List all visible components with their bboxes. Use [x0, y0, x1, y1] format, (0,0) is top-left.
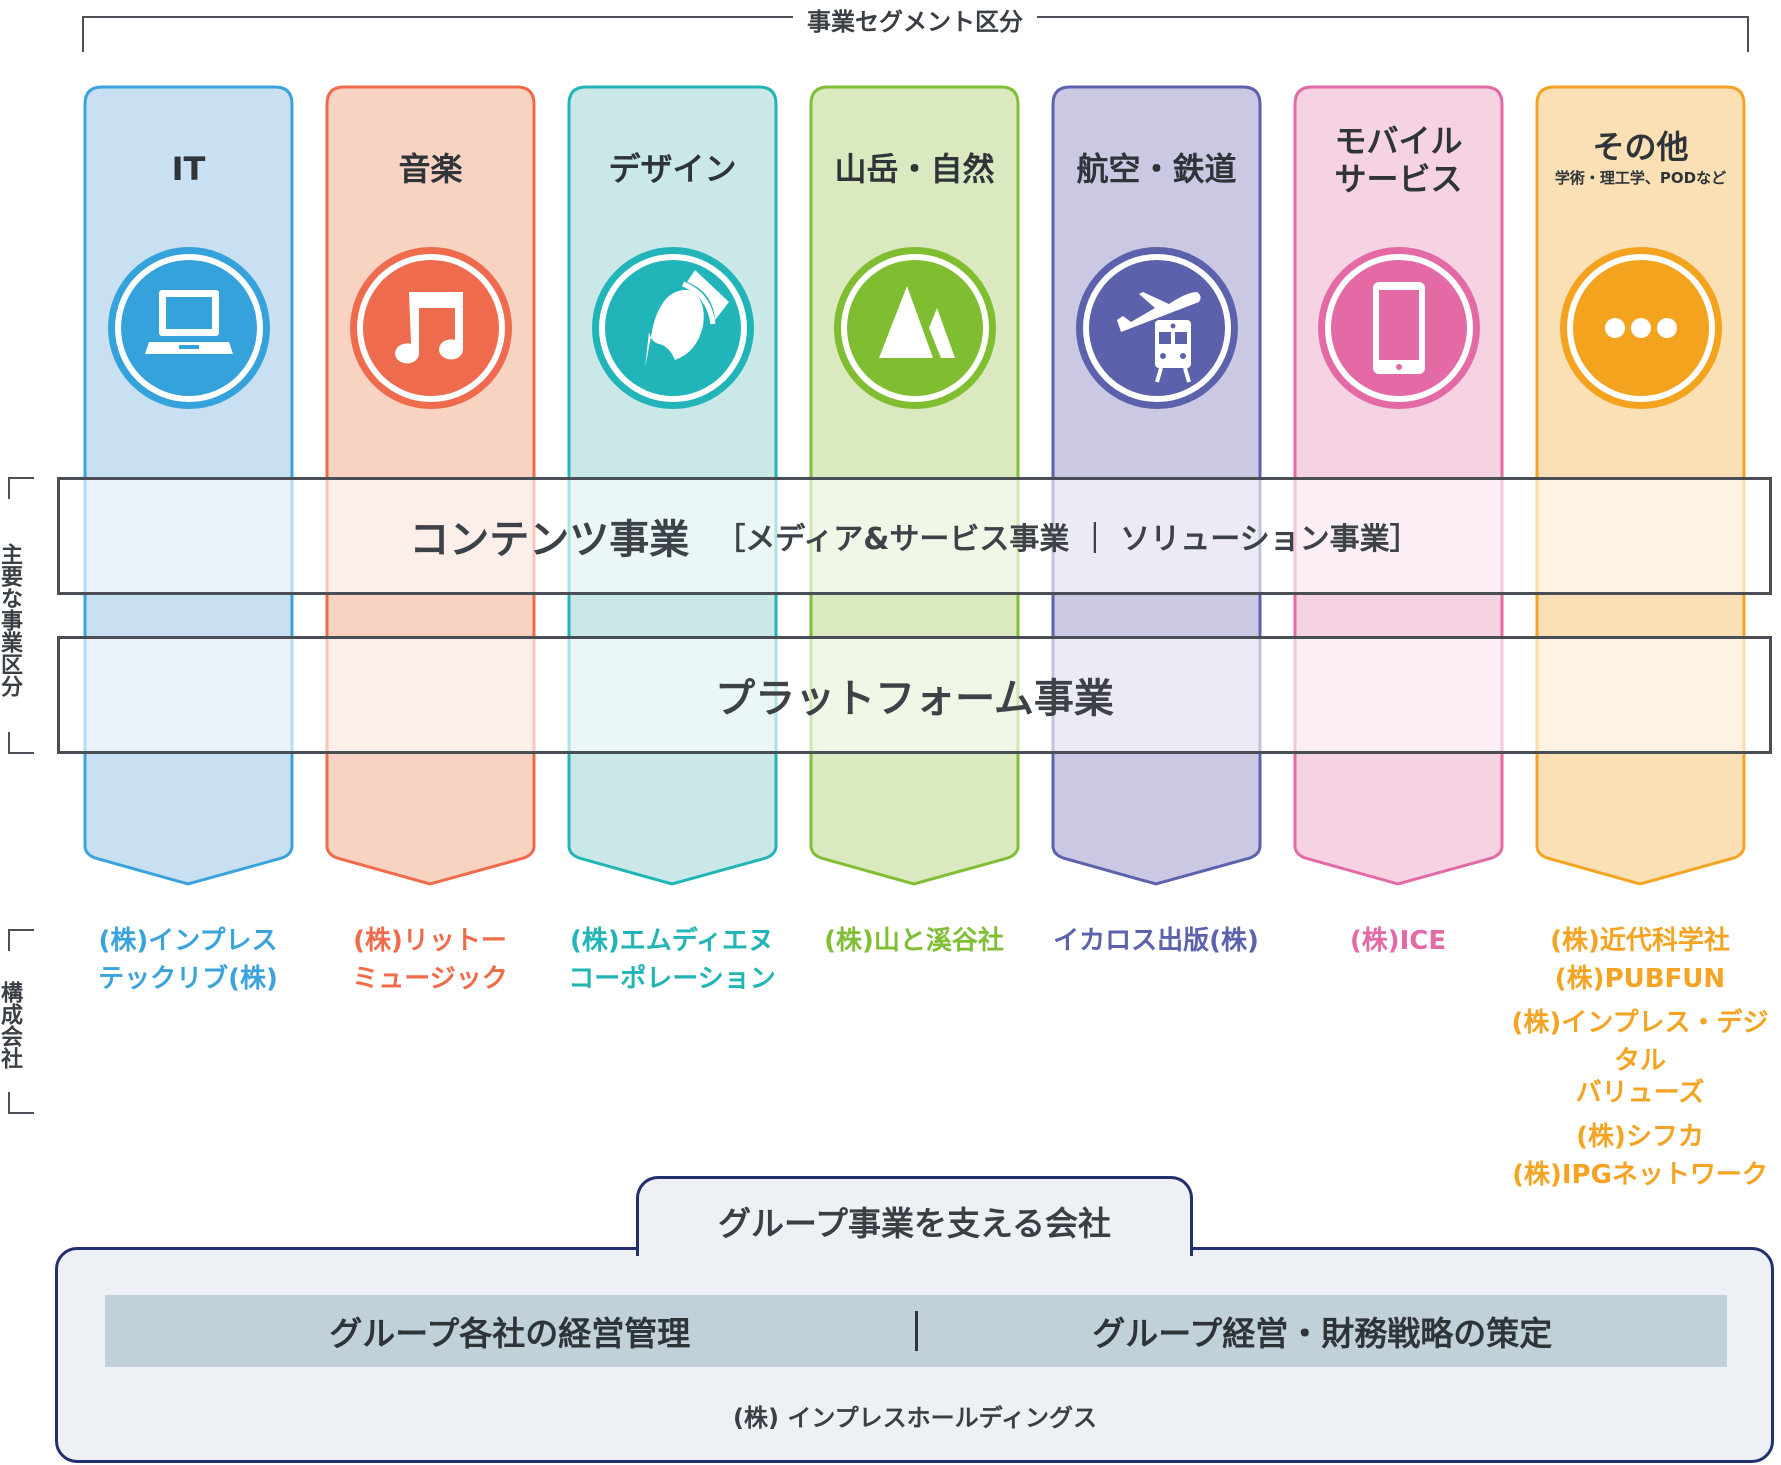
brush-icon — [590, 245, 756, 411]
segment-title-line: 音楽 — [398, 150, 463, 188]
segment-subtitle: 学術・理工学、PODなど — [1554, 169, 1727, 187]
business-side-label: 主要な事業区分 — [0, 543, 22, 697]
segment-title: デザイン — [566, 150, 779, 188]
company-name: (株)シフカ — [1576, 1122, 1704, 1152]
company-name: (株)インプレス・デジタル — [1511, 1008, 1769, 1076]
segment-title: 航空・鉄道 — [1050, 150, 1263, 188]
content-business-sublabel: ［メディア&サービス事業 ｜ ソリューション事業］ — [715, 522, 1420, 557]
segment-title: IT — [82, 150, 295, 188]
segment-title: 音楽 — [324, 150, 537, 188]
company-name: ミュージック — [352, 964, 508, 994]
segment-title: その他学術・理工学、PODなど — [1534, 128, 1747, 188]
segment-companies-mobile: (株)ICE — [1278, 922, 1518, 960]
companies-bracket — [6, 929, 34, 1114]
company-name: (株)エムディエヌ — [570, 926, 774, 956]
holding-company-name: (株) インプレスホールディングス — [733, 1404, 1097, 1432]
company-name: (株)PUBFUN — [1554, 964, 1726, 994]
platform-business-label: プラットフォーム事業 — [715, 676, 1114, 722]
company-name: テックリブ(株) — [98, 964, 278, 994]
plane-train-icon — [1074, 245, 1240, 411]
business-bracket — [6, 477, 34, 754]
more-dots-icon — [1558, 245, 1724, 411]
segment-title-line: 山岳・自然 — [834, 150, 995, 188]
company-name: (株)リットー — [353, 926, 507, 956]
segment-title: モバイルサービス — [1292, 122, 1505, 198]
companies-side-label: 構成会社 — [0, 981, 22, 1069]
support-companies-tab: グループ事業を支える会社 — [636, 1176, 1193, 1256]
smartphone-icon — [1316, 245, 1482, 411]
company-name: バリューズ — [1575, 1078, 1705, 1108]
segment-title-line: デザイン — [608, 150, 737, 188]
segment-companies-other: (株)近代科学社 (株)PUBFUN (株)インプレス・デジタルバリューズ (株)シフ… — [1500, 922, 1780, 1194]
segment-companies-music: (株)リットーミュージック — [310, 922, 550, 998]
segment-title-line: サービス — [1334, 160, 1463, 198]
segment-companies-it: (株)インプレステックリブ(株) — [68, 922, 308, 998]
company-name: (株)IPGネットワーク — [1512, 1160, 1768, 1190]
company-name: イカロス出版(株) — [1053, 926, 1259, 956]
segment-title-line: その他 — [1592, 128, 1689, 166]
content-business-band: コンテンツ事業 ［メディア&サービス事業 ｜ ソリューション事業］ — [57, 477, 1772, 595]
platform-business-band: プラットフォーム事業 — [57, 636, 1772, 754]
laptop-icon — [106, 245, 272, 411]
mountain-icon — [832, 245, 998, 411]
segment-title-line: モバイル — [1334, 122, 1463, 160]
company-name: (株)山と溪谷社 — [824, 926, 1004, 956]
segment-title-line: 航空・鉄道 — [1076, 150, 1237, 188]
segment-header-title: 事業セグメント区分 — [793, 8, 1037, 36]
music-note-icon — [348, 245, 514, 411]
content-business-label: コンテンツ事業 — [409, 517, 690, 563]
segment-companies-design: (株)エムディエヌコーポレーション — [552, 922, 792, 998]
support-functions-bar: グループ各社の経営管理 グループ経営・財務戦略の策定 — [105, 1295, 1727, 1367]
segment-companies-nature: (株)山と溪谷社 — [794, 922, 1034, 960]
company-name: (株)ICE — [1349, 926, 1447, 956]
company-name: (株)インプレス — [98, 926, 278, 956]
segment-companies-transport: イカロス出版(株) — [1036, 922, 1276, 960]
segment-title: 山岳・自然 — [808, 150, 1021, 188]
company-name: コーポレーション — [568, 964, 776, 994]
company-name: (株)近代科学社 — [1550, 926, 1730, 956]
divider — [914, 1311, 918, 1351]
support-function-strategy: グループ経営・財務戦略の策定 — [1092, 1314, 1553, 1353]
support-function-management: グループ各社の経営管理 — [329, 1314, 691, 1353]
segment-title-line: IT — [171, 150, 206, 188]
